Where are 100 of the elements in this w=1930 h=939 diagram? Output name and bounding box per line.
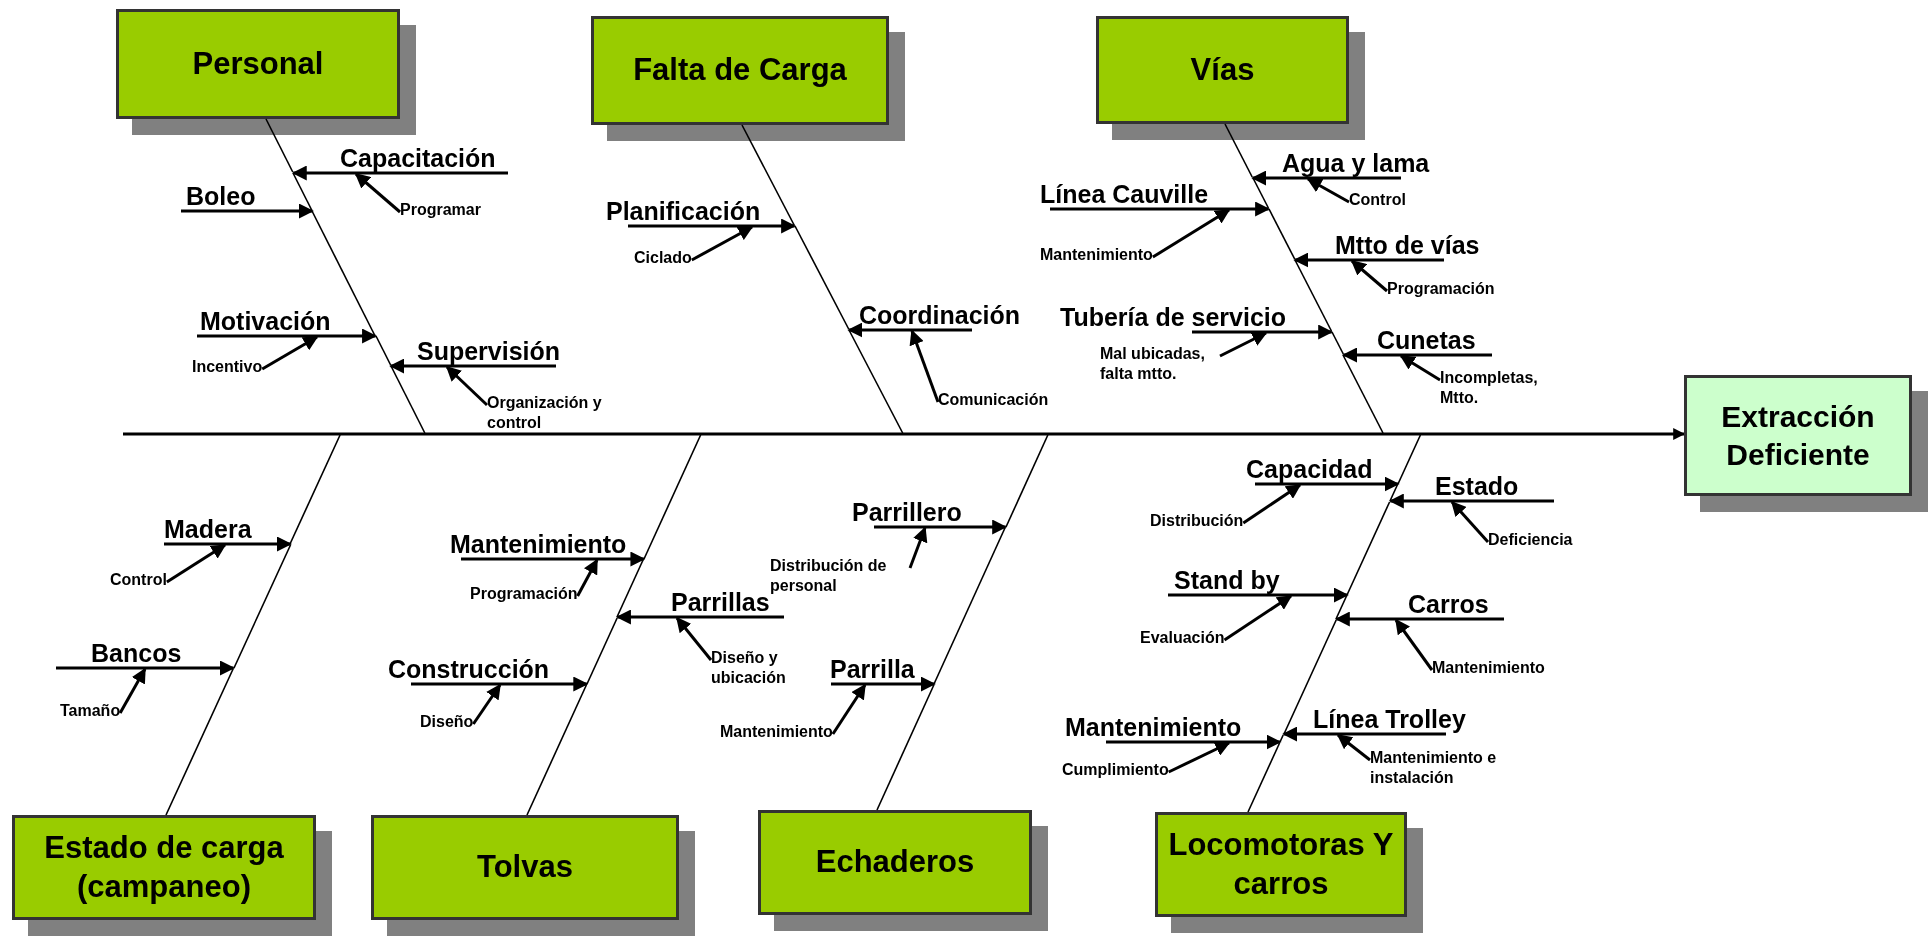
arrow — [1106, 734, 1282, 750]
bone-line — [848, 330, 903, 433]
arrow — [261, 335, 319, 371]
bone-line — [1336, 596, 1347, 619]
arrow — [1255, 476, 1400, 492]
bone-line — [266, 119, 293, 172]
bone-line — [527, 685, 587, 815]
arrow — [1336, 733, 1371, 762]
bone-line — [290, 435, 341, 544]
arrow — [197, 328, 378, 344]
cause-label: Supervisión — [417, 337, 561, 366]
bone-line — [375, 336, 391, 365]
bone-line — [1248, 743, 1280, 812]
cause-label: Planificación — [606, 197, 761, 226]
bone-line — [1347, 502, 1390, 595]
cause-label: Cunetas — [1377, 326, 1492, 355]
bone-line — [934, 528, 1006, 684]
arrow — [461, 551, 646, 567]
sub-cause-label: Cumplimiento — [1062, 760, 1169, 780]
arrow — [1219, 331, 1268, 358]
bone-line — [1398, 435, 1421, 484]
cause-label: Parrilla — [830, 655, 915, 684]
cause-label: Coordinación — [859, 301, 1021, 330]
arrow — [1342, 347, 1492, 363]
arrow — [1394, 618, 1434, 671]
sub-cause-label: Programación — [1387, 279, 1495, 299]
bone-line — [166, 669, 234, 815]
arrow — [164, 536, 292, 552]
cause-label: Madera — [164, 515, 252, 544]
bone-line — [293, 173, 312, 210]
sub-cause-label: Distribución — [1150, 511, 1244, 531]
sub-cause-label: Diseño — [420, 712, 474, 732]
bone-line — [1225, 124, 1253, 177]
arrow — [56, 660, 235, 676]
bone-line — [586, 618, 617, 684]
bone-line — [1390, 485, 1398, 501]
cause-label: Capacitación — [340, 144, 508, 173]
arrow — [181, 203, 314, 219]
arrow — [411, 676, 589, 692]
cause-label: Bancos — [56, 639, 182, 668]
sub-cause-label: Deficiencia — [1488, 530, 1573, 550]
sub-cause-label: Programar — [400, 200, 481, 220]
bone-line — [1331, 332, 1343, 354]
cause-label: Capacidad — [1246, 455, 1373, 484]
cause-label: Stand by — [1168, 566, 1280, 595]
bone-line — [617, 560, 644, 617]
cause-label: Motivación — [197, 307, 331, 336]
arrow — [691, 225, 754, 262]
arrow — [1334, 611, 1504, 627]
cause-label: Parrillero — [852, 498, 962, 527]
arrow — [1192, 324, 1334, 340]
bone-line — [643, 435, 701, 559]
cause-label: Agua y lama — [1282, 149, 1430, 178]
sub-cause-label: Distribución de personal — [770, 556, 910, 596]
arrow — [389, 358, 556, 374]
arrow — [1388, 493, 1554, 509]
sub-cause-label: Mantenimiento — [1040, 245, 1153, 265]
arrow — [1293, 252, 1444, 268]
bone-line — [233, 545, 290, 668]
bone-line — [1268, 209, 1295, 259]
arrow — [831, 683, 867, 735]
bone-line — [1252, 178, 1269, 208]
cause-label: Línea Trolley — [1313, 705, 1466, 734]
sub-cause-label: Diseño y ubicación — [711, 648, 821, 688]
cause-label: Tubería de servicio — [1060, 303, 1286, 332]
cause-label: Mantenimiento — [1065, 713, 1242, 742]
arrow — [1251, 170, 1401, 186]
arrow — [675, 616, 713, 661]
cause-label: Estado — [1435, 472, 1554, 501]
cause-label: Mtto de vías — [1335, 231, 1480, 260]
arrow — [908, 526, 928, 569]
sub-cause-label: Ciclado — [634, 248, 692, 268]
sub-cause-label: Mal ubicadas, falta mtto. — [1100, 344, 1220, 384]
arrow — [354, 172, 401, 214]
cause-label: Línea Cauville — [1040, 180, 1209, 209]
arrow — [166, 543, 227, 584]
bone-line — [1280, 735, 1284, 742]
sub-cause-label: Comunicación — [938, 390, 1049, 410]
bone-line — [1343, 355, 1384, 433]
arrow — [445, 365, 489, 407]
arrow — [1242, 483, 1302, 525]
arrow — [1399, 354, 1441, 382]
arrow — [1350, 259, 1388, 293]
sub-cause-label: Programación — [470, 584, 578, 604]
arrow — [615, 609, 784, 625]
arrow — [1223, 594, 1293, 642]
sub-cause-label: Mantenimiento — [720, 722, 833, 742]
arrow — [831, 676, 936, 692]
cause-label: Mantenimiento — [450, 530, 627, 559]
sub-cause-label: Control — [1349, 190, 1406, 210]
arrow — [1282, 726, 1446, 742]
arrow — [628, 218, 797, 234]
cause-label: Carros — [1408, 590, 1504, 619]
spine-arrow — [123, 428, 1686, 440]
bone-line — [1005, 435, 1048, 527]
arrow — [847, 322, 972, 338]
arrow — [472, 683, 502, 725]
arrow — [1168, 587, 1349, 603]
bone-line — [794, 226, 849, 329]
arrow — [291, 165, 508, 181]
